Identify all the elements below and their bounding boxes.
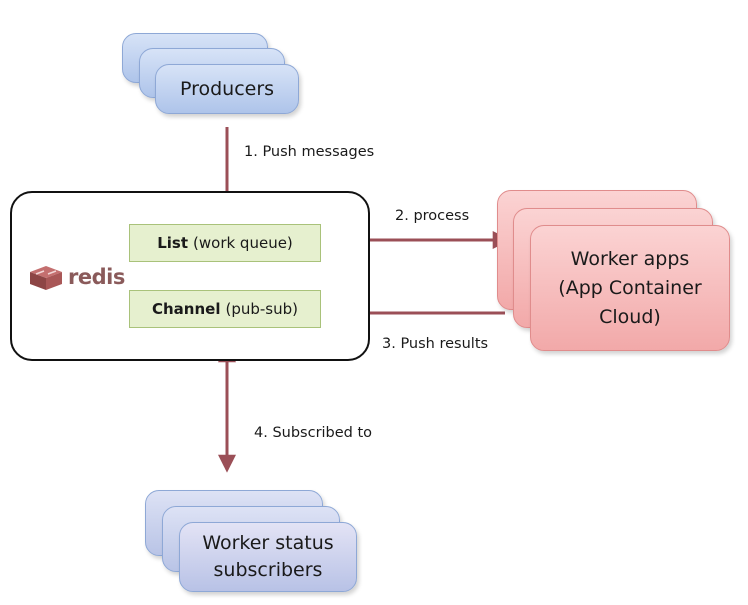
subscribers-card: [179, 522, 357, 592]
channel-name: Channel: [152, 300, 221, 318]
producers-card: [155, 64, 299, 114]
worker-card: [530, 225, 730, 351]
worker-apps-label: Worker apps (App Container Cloud): [558, 247, 702, 328]
channel-pub-sub: Channel (pub-sub): [129, 290, 321, 328]
redis-logo-text: redis: [68, 265, 125, 289]
redis-cube-icon: [30, 266, 62, 290]
producers-label: Producers: [179, 78, 275, 100]
list-desc: (work queue): [193, 234, 293, 252]
step-process: 2. process: [395, 208, 470, 224]
subscribers-label: Worker status subscribers: [202, 532, 334, 581]
redis-container: [10, 191, 370, 361]
redis-logo: redis: [28, 262, 125, 292]
list-name: List: [157, 234, 189, 252]
step-push-results: 3. Push results: [382, 336, 489, 352]
step-subscribed-to: 4. Subscribed to: [254, 425, 373, 441]
list-work-queue: List (work queue): [129, 224, 321, 262]
channel-desc: (pub-sub): [225, 300, 298, 318]
step-push-messages: 1. Push messages: [244, 144, 375, 160]
